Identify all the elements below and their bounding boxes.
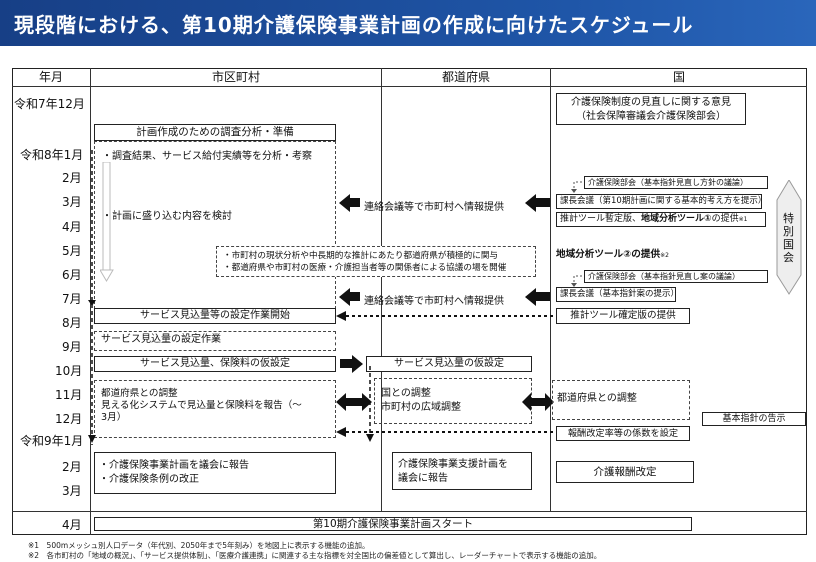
col-divider-municipality	[381, 68, 382, 511]
month-label: 3月	[62, 195, 82, 209]
directors-meeting-box-1: 課長会議（第10期計画に関する基本的考え方を提示）	[556, 194, 766, 209]
month-label: 7月	[62, 292, 82, 306]
survey-item: ・計画に盛り込む内容を検討	[102, 211, 232, 222]
arrow-shaft	[536, 198, 550, 207]
month-label: 9月	[62, 340, 82, 354]
support-line: ・都道府県や市町村の医療・介護担当者等の関係者による協議の場を開催	[223, 263, 507, 273]
special-diet-shape	[776, 180, 802, 295]
month-label: 4月	[62, 518, 82, 532]
tool-provisional-prefix: 推計ツール暫定版、	[560, 214, 642, 224]
support-plan-line: 介護保険事業支援計画を	[398, 459, 508, 470]
municipality-coordination-box: 都道府県との調整 見える化システムで見込量と保険料を報告（～ 3月）	[94, 380, 336, 438]
prefecture-timeline-arrow	[366, 366, 374, 442]
month-label: 令和9年1月	[20, 434, 84, 448]
footnote-ref-1: ※1	[738, 216, 748, 223]
council-line: ・介護保険事業計画を議会に報告	[99, 460, 249, 471]
tool-2-label: 地域分析ツール②の提供※2	[556, 246, 669, 260]
support-line: ・市町村の現状分析や中長期的な推計にあたり都道府県が積極的に関与	[223, 251, 499, 261]
tool-provisional-box: 推計ツール暫定版、地域分析ツール①の提供※1	[556, 212, 766, 227]
directors-meeting-box-2: 課長会議（基本指針案の提示）	[556, 287, 679, 302]
arrow-left-icon	[339, 288, 350, 306]
fee-coefficient-arrow	[336, 427, 554, 437]
estimate-start-box: サービス見込量等の設定作業開始	[94, 308, 336, 324]
info-to-municipality-1: 連絡会議等で市町村へ情報提供	[364, 202, 504, 213]
municipality-timeline-arrow	[88, 150, 96, 445]
tool-final-box: 推計ツール確定版の提供	[556, 308, 690, 324]
month-label: 4月	[62, 220, 82, 234]
column-header-municipality: 市区町村	[211, 70, 260, 84]
special-diet-label: 特別国会	[783, 212, 794, 264]
page-title: 現段階における、第10期介護保険事業計画の作成に向けたスケジュール	[14, 13, 694, 37]
tool-2-bold: 地域分析ツール②の提供	[556, 249, 661, 260]
arrow-shaft	[340, 359, 352, 368]
support-plan-line: 議会に報告	[398, 473, 448, 484]
month-label: 2月	[62, 171, 82, 185]
tool-provisional-bold: 地域分析ツール①	[641, 214, 712, 224]
municipality-council-box: ・介護保険事業計画を議会に報告 ・介護保険条例の改正	[94, 452, 336, 494]
national-coordination-box: 都道府県との調整	[552, 380, 690, 420]
month-label: 5月	[62, 244, 82, 258]
prefecture-provisional-box: サービス見込量の仮設定	[366, 356, 532, 372]
review-line: 介護保険制度の見直しに関する意見	[571, 97, 731, 108]
month-label: 8月	[62, 316, 82, 330]
month-label: 6月	[62, 268, 82, 282]
schedule-table	[12, 68, 807, 535]
column-header-national: 国	[672, 70, 685, 84]
survey-header-box: 計画作成のための調査分析・準備	[94, 124, 336, 141]
month-label: 2月	[62, 460, 82, 474]
municipality-provisional-box: サービス見込量、保険料の仮設定	[94, 356, 336, 372]
estimate-setting-box: サービス見込量の設定作業	[94, 331, 336, 351]
footnote: ※2 各市町村の「地域の概況」、「サービス提供体制」、「医療介護連携」に関連する…	[28, 551, 602, 560]
bidirectional-arrow-icon	[336, 393, 372, 411]
footnote: ※1 500mメッシュ別人口データ（年代別、2050年まで5年刻み）を地図上に表…	[28, 541, 370, 550]
fee-revision-box: 介護報酬改定	[556, 461, 694, 483]
tool-provisional-suffix: の提供	[711, 214, 739, 224]
start-banner: 第10期介護保険事業計画スタート	[94, 517, 692, 531]
arrow-left-icon	[525, 194, 536, 212]
footnote-ref-2: ※2	[660, 252, 669, 259]
column-header-prefecture: 都道府県	[441, 70, 490, 84]
title-banner: 現段階における、第10期介護保険事業計画の作成に向けたスケジュール	[0, 0, 816, 46]
prefecture-support-box: ・市町村の現状分析や中長期的な推計にあたり都道府県が積極的に関与 ・都道府県や市…	[216, 246, 536, 277]
month-label: 12月	[55, 412, 83, 426]
arrow-shaft	[350, 198, 360, 207]
header-row-line	[12, 86, 807, 87]
review-opinion-box: 介護保険制度の見直しに関する意見 （社会保障審議会介護保険部会）	[556, 93, 746, 125]
fee-coefficient-box: 報酬改定率等の係数を設定	[556, 426, 690, 441]
subcommittee-box-2: 介護保険部会（基本指針見直し案の議論）	[584, 270, 768, 283]
basic-guideline-box: 基本指針の告示	[702, 412, 806, 426]
elbow-arrow-icon	[571, 181, 582, 193]
arrow-left-icon	[339, 194, 350, 212]
arrow-left-icon	[525, 288, 536, 306]
arrow-right-icon	[352, 355, 363, 373]
month-label: 11月	[55, 388, 83, 402]
survey-item: ・調査結果、サービス給付実績等を分析・考察	[102, 151, 312, 162]
column-header-month: 年月	[38, 70, 63, 84]
col-divider-prefecture	[550, 68, 551, 511]
april-row-line	[12, 511, 807, 512]
coordination-line: 3月）	[101, 412, 127, 423]
coordination-line: 都道府県との調整	[101, 388, 178, 399]
coordination-line: 見える化システムで見込量と保険料を報告（～	[101, 400, 302, 411]
prefecture-support-plan-box: 介護保険事業支援計画を 議会に報告	[392, 452, 532, 490]
survey-analysis-box	[94, 141, 336, 309]
month-label: 10月	[55, 364, 83, 378]
bidirectional-arrow-icon	[522, 393, 554, 411]
subcommittee-box-1: 介護保険部会（基本指針見直し方針の議論）	[584, 176, 768, 189]
month-label: 令和7年12月	[14, 97, 85, 111]
review-line: （社会保障審議会介護保険部会）	[576, 111, 726, 122]
council-line: ・介護保険条例の改正	[99, 474, 199, 485]
month-label: 令和8年1月	[20, 148, 84, 162]
arrow-shaft	[536, 292, 550, 301]
elbow-arrow-icon	[571, 275, 582, 287]
month-label: 3月	[62, 484, 82, 498]
prefecture-coordination-box: 国との調整 市町村の広域調整	[374, 378, 532, 424]
coordination-line: 国との調整	[381, 388, 431, 399]
info-to-municipality-2: 連絡会議等で市町村へ情報提供	[364, 296, 504, 307]
progress-arrow-icon	[100, 162, 114, 282]
arrow-shaft	[350, 292, 360, 301]
tool-final-arrow	[336, 311, 554, 321]
coordination-line: 市町村の広域調整	[381, 402, 461, 413]
